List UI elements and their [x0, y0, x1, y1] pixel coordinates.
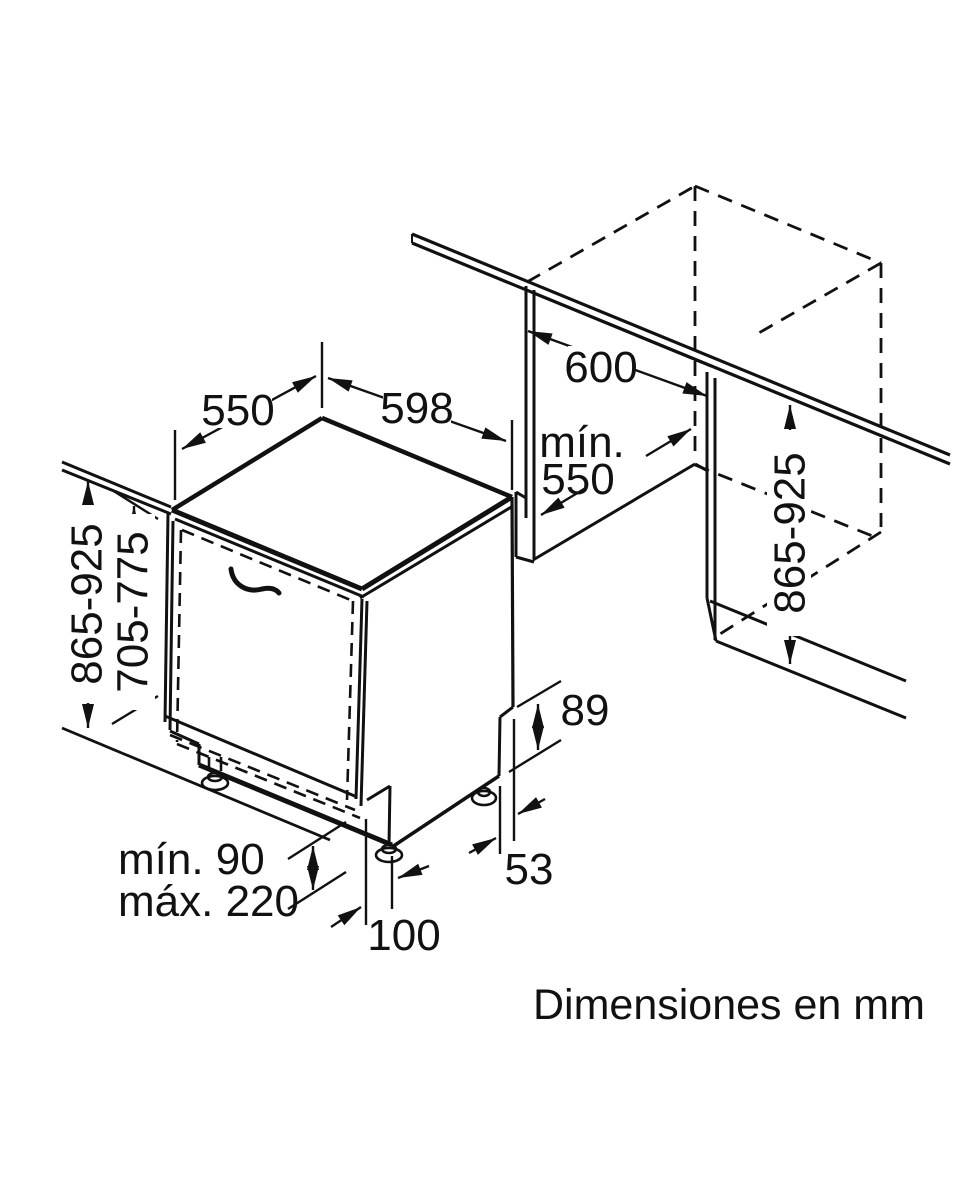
dim-top-width-label: 598	[380, 384, 453, 433]
dim-niche-depth-prefix: mín.	[539, 418, 625, 467]
adjustable-feet	[200, 757, 498, 864]
dim-base-recess: 100	[330, 819, 442, 960]
dim-door-height-label: 705-775	[109, 531, 158, 692]
dim-notch-depth-label: 53	[505, 845, 554, 894]
dim-total-height-left: 865-925	[63, 481, 112, 728]
floor-lines	[61, 599, 907, 842]
dim-plinth-height: mín. 90 máx. 220	[118, 820, 347, 926]
dim-top-depth-label: 550	[201, 386, 274, 435]
dim-plinth-max-label: máx. 220	[118, 877, 299, 926]
worktop	[61, 232, 951, 516]
dishwasher-body	[163, 415, 515, 864]
dim-total-height-right: 865-925	[766, 405, 815, 664]
door-handle	[228, 566, 282, 596]
dim-total-height-left-label: 865-925	[63, 523, 112, 684]
dim-top-width: 598	[327, 376, 514, 490]
dim-niche-depth-value: 550	[541, 455, 614, 504]
dim-total-height-right-label: 865-925	[766, 452, 815, 613]
dim-notch-height-label: 89	[561, 686, 610, 735]
units-note: Dimensiones en mm	[533, 981, 925, 1029]
dim-niche-depth: mín. 550	[539, 418, 692, 517]
cabinet-space-dashed-box	[526, 184, 883, 636]
dim-notch-height: 89	[508, 679, 610, 774]
dim-top-depth: 550	[173, 342, 324, 500]
decor-panel-dashed	[169, 528, 361, 820]
dim-niche-width: 600	[527, 329, 708, 398]
dim-plinth-min-label: mín. 90	[118, 835, 265, 884]
dim-niche-width-label: 600	[564, 343, 637, 392]
dimensions: 550 598 600 mín. 550 865-925	[63, 329, 815, 960]
dim-base-recess-label: 100	[367, 911, 440, 960]
dim-door-height: 705-775	[109, 488, 159, 726]
dim-notch-depth: 53	[468, 719, 554, 894]
